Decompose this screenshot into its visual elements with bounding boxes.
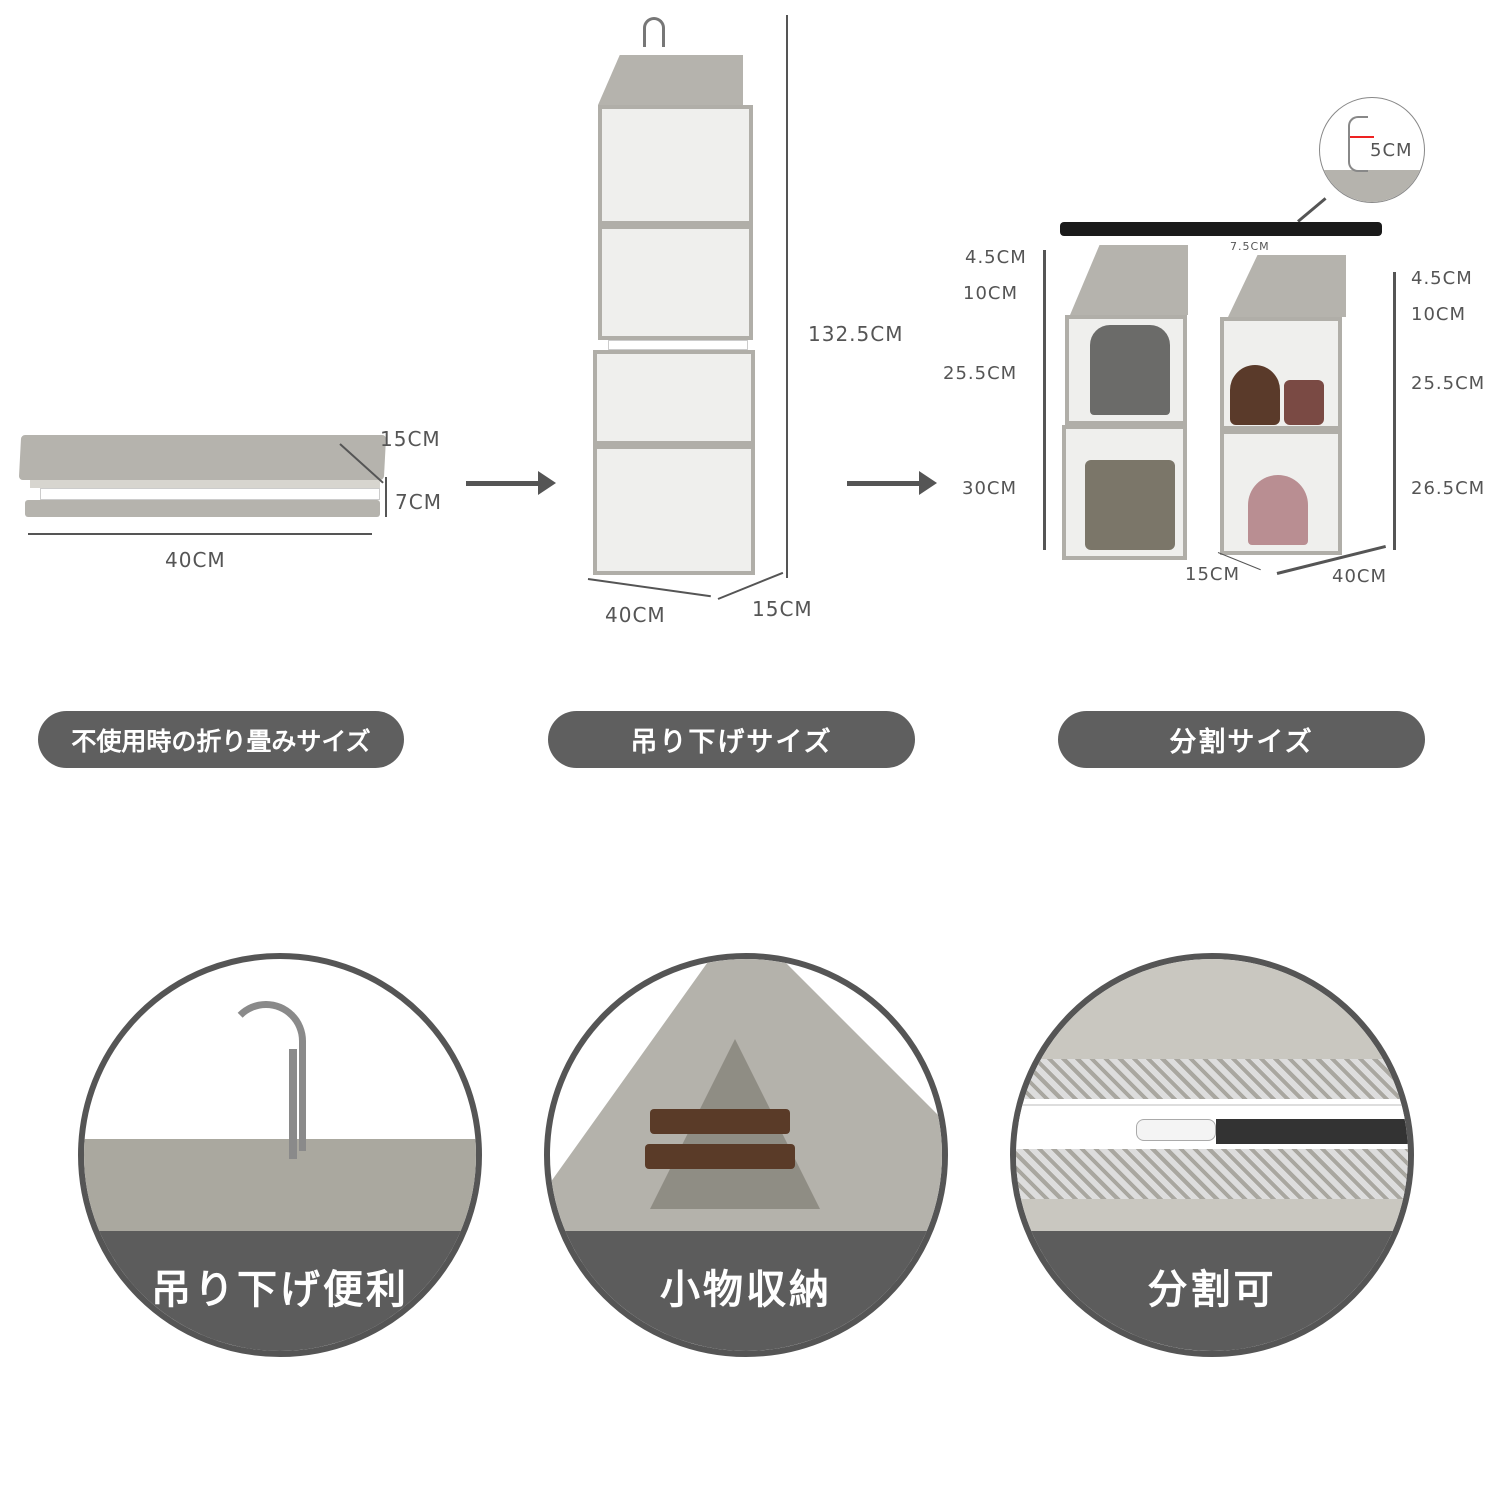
hanging-size-label: 吊り下げサイズ [548, 711, 915, 768]
folded-height-label: 7CM [395, 490, 442, 514]
feature-hanging: 吊り下げ便利 [78, 953, 482, 1357]
left-dim-3: 25.5CM [943, 363, 1018, 384]
hanging-organizer-image [588, 15, 758, 585]
hanging-height-label: 132.5CM [808, 322, 904, 346]
right-dim-4: 26.5CM [1411, 478, 1486, 499]
feature-label: 分割可 [1016, 1231, 1408, 1351]
right-dim-1: 4.5CM [1411, 268, 1473, 289]
hook-icon [643, 17, 665, 47]
hanging-depth-label: 15CM [752, 597, 813, 621]
width-line [28, 533, 372, 535]
hook-icon [226, 1001, 306, 1151]
folded-size-label: 不使用時の折り畳みサイズ [38, 711, 404, 768]
split-size-label: 分割サイズ [1058, 711, 1425, 768]
feature-label: 吊り下げ便利 [84, 1231, 476, 1351]
hook-icon [1348, 116, 1368, 172]
height-line [786, 15, 788, 578]
feature-storage: 小物収納 [544, 953, 948, 1357]
split-organizer-left [1060, 245, 1190, 565]
hanging-width-label: 40CM [605, 603, 666, 627]
split-width-label: 40CM [1332, 566, 1388, 587]
height-line [385, 477, 387, 517]
right-dimension-line [1393, 272, 1396, 550]
left-dimension-line [1043, 250, 1046, 550]
left-dim-2: 10CM [963, 283, 1019, 304]
clothes-rod [1060, 222, 1382, 236]
arrow-right-icon [466, 471, 556, 495]
gap-label: 7.5CM [1230, 240, 1270, 253]
folded-depth-label: 15CM [380, 427, 441, 451]
folded-organizer-image [18, 435, 387, 517]
left-dim-1: 4.5CM [965, 247, 1027, 268]
left-dim-4: 30CM [962, 478, 1018, 499]
right-dim-3: 25.5CM [1411, 373, 1486, 394]
folded-width-label: 40CM [165, 548, 226, 572]
feature-label: 小物収納 [550, 1231, 942, 1351]
feature-split: 分割可 [1010, 953, 1414, 1357]
hook-detail-circle: 5CM [1319, 97, 1425, 203]
pointer-arrow [1297, 197, 1327, 223]
arrow-right-icon [847, 471, 937, 495]
split-organizer-right [1218, 255, 1348, 560]
width-arrow-icon [1350, 136, 1374, 138]
zipper-pull-icon [1136, 1119, 1216, 1141]
split-depth-label: 15CM [1185, 564, 1241, 585]
right-dim-2: 10CM [1411, 304, 1467, 325]
